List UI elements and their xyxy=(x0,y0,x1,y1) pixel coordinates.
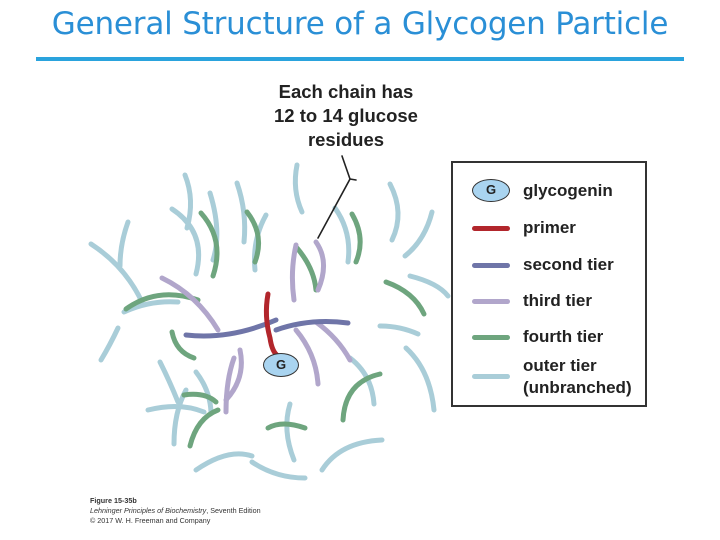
fourth-chain xyxy=(198,210,220,279)
legend: G glycogenin primer second tier third ti… xyxy=(451,161,647,407)
third-chain xyxy=(289,242,299,303)
outer-chain xyxy=(145,404,207,415)
copyright-line: © 2017 W. H. Freeman and Company xyxy=(90,516,211,525)
third-chain xyxy=(293,327,321,387)
third-chain xyxy=(159,275,221,333)
fourth-chain xyxy=(265,421,308,431)
book-edition: , Seventh Edition xyxy=(206,506,261,515)
legend-label: primer xyxy=(523,218,576,237)
fourth-chain xyxy=(244,209,262,265)
legend-label: third tier xyxy=(523,291,592,310)
outer-tier-chains xyxy=(88,162,451,481)
outer-chain xyxy=(169,206,202,277)
outer-chain xyxy=(377,323,421,337)
figure-caption: Figure 15-35b Lehninger Principles of Bi… xyxy=(90,496,261,526)
third-chain xyxy=(313,239,326,293)
outer-chain xyxy=(157,359,181,405)
outer-chain xyxy=(88,241,145,305)
book-title: Lehninger Principles of Biochemistry xyxy=(90,506,207,515)
fourth-tier-chains xyxy=(123,209,427,449)
outer-chain xyxy=(292,162,305,215)
outer-tier-swatch xyxy=(472,374,510,379)
second-chain xyxy=(273,319,351,333)
callout-pointer xyxy=(317,155,357,239)
legend-label: fourth tier xyxy=(523,327,604,346)
outer-chain xyxy=(207,190,220,263)
second-chain xyxy=(183,317,279,339)
outer-chain xyxy=(249,459,308,481)
outer-chain xyxy=(117,219,131,269)
fourth-chain xyxy=(187,407,221,449)
primer-chain xyxy=(263,291,281,359)
outer-chain xyxy=(182,172,193,231)
outer-chain xyxy=(403,345,437,413)
third-chain xyxy=(223,355,237,415)
chain-length-callout: Each chain has 12 to 14 glucose residues xyxy=(256,80,436,152)
callout-line-1: Each chain has xyxy=(278,81,414,102)
legend-label: outer tier xyxy=(523,356,597,375)
fourth-chain xyxy=(340,371,383,423)
fourth-chain xyxy=(181,391,219,405)
outer-chain xyxy=(98,325,121,363)
third-chain xyxy=(313,319,353,363)
outer-chain xyxy=(387,181,401,243)
outer-chain xyxy=(284,401,297,463)
fourth-chain xyxy=(383,279,427,317)
figure-number: Figure 15-35b xyxy=(90,496,137,505)
primer-swatch xyxy=(472,226,510,231)
callout-line-2: 12 to 14 glucose xyxy=(274,105,418,126)
glycogenin-legend-node: G xyxy=(472,179,510,202)
fourth-chain xyxy=(169,329,197,361)
outer-chain xyxy=(332,205,352,265)
glycogenin-node: G xyxy=(263,353,299,377)
outer-chain xyxy=(193,451,255,473)
third-tier-swatch xyxy=(472,299,510,304)
outer-chain xyxy=(407,273,451,299)
title-underline xyxy=(36,57,684,61)
legend-label-sub: (unbranched) xyxy=(523,378,632,397)
outer-chain xyxy=(234,180,248,245)
fourth-chain xyxy=(294,245,319,293)
second-tier-swatch xyxy=(472,263,510,268)
outer-chain xyxy=(193,369,214,415)
third-tier-chains xyxy=(159,239,353,415)
book-line: Lehninger Principles of Biochemistry, Se… xyxy=(90,506,261,516)
legend-label: second tier xyxy=(523,255,614,274)
third-chain xyxy=(223,347,244,403)
outer-chain xyxy=(319,437,385,473)
outer-chain xyxy=(402,209,435,259)
callout-line-3: residues xyxy=(307,129,385,150)
fourth-chain xyxy=(349,211,363,265)
slide-title: General Structure of a Glycogen Particle xyxy=(51,6,669,42)
fourth-tier-swatch xyxy=(472,335,510,340)
legend-label: glycogenin xyxy=(523,181,613,200)
